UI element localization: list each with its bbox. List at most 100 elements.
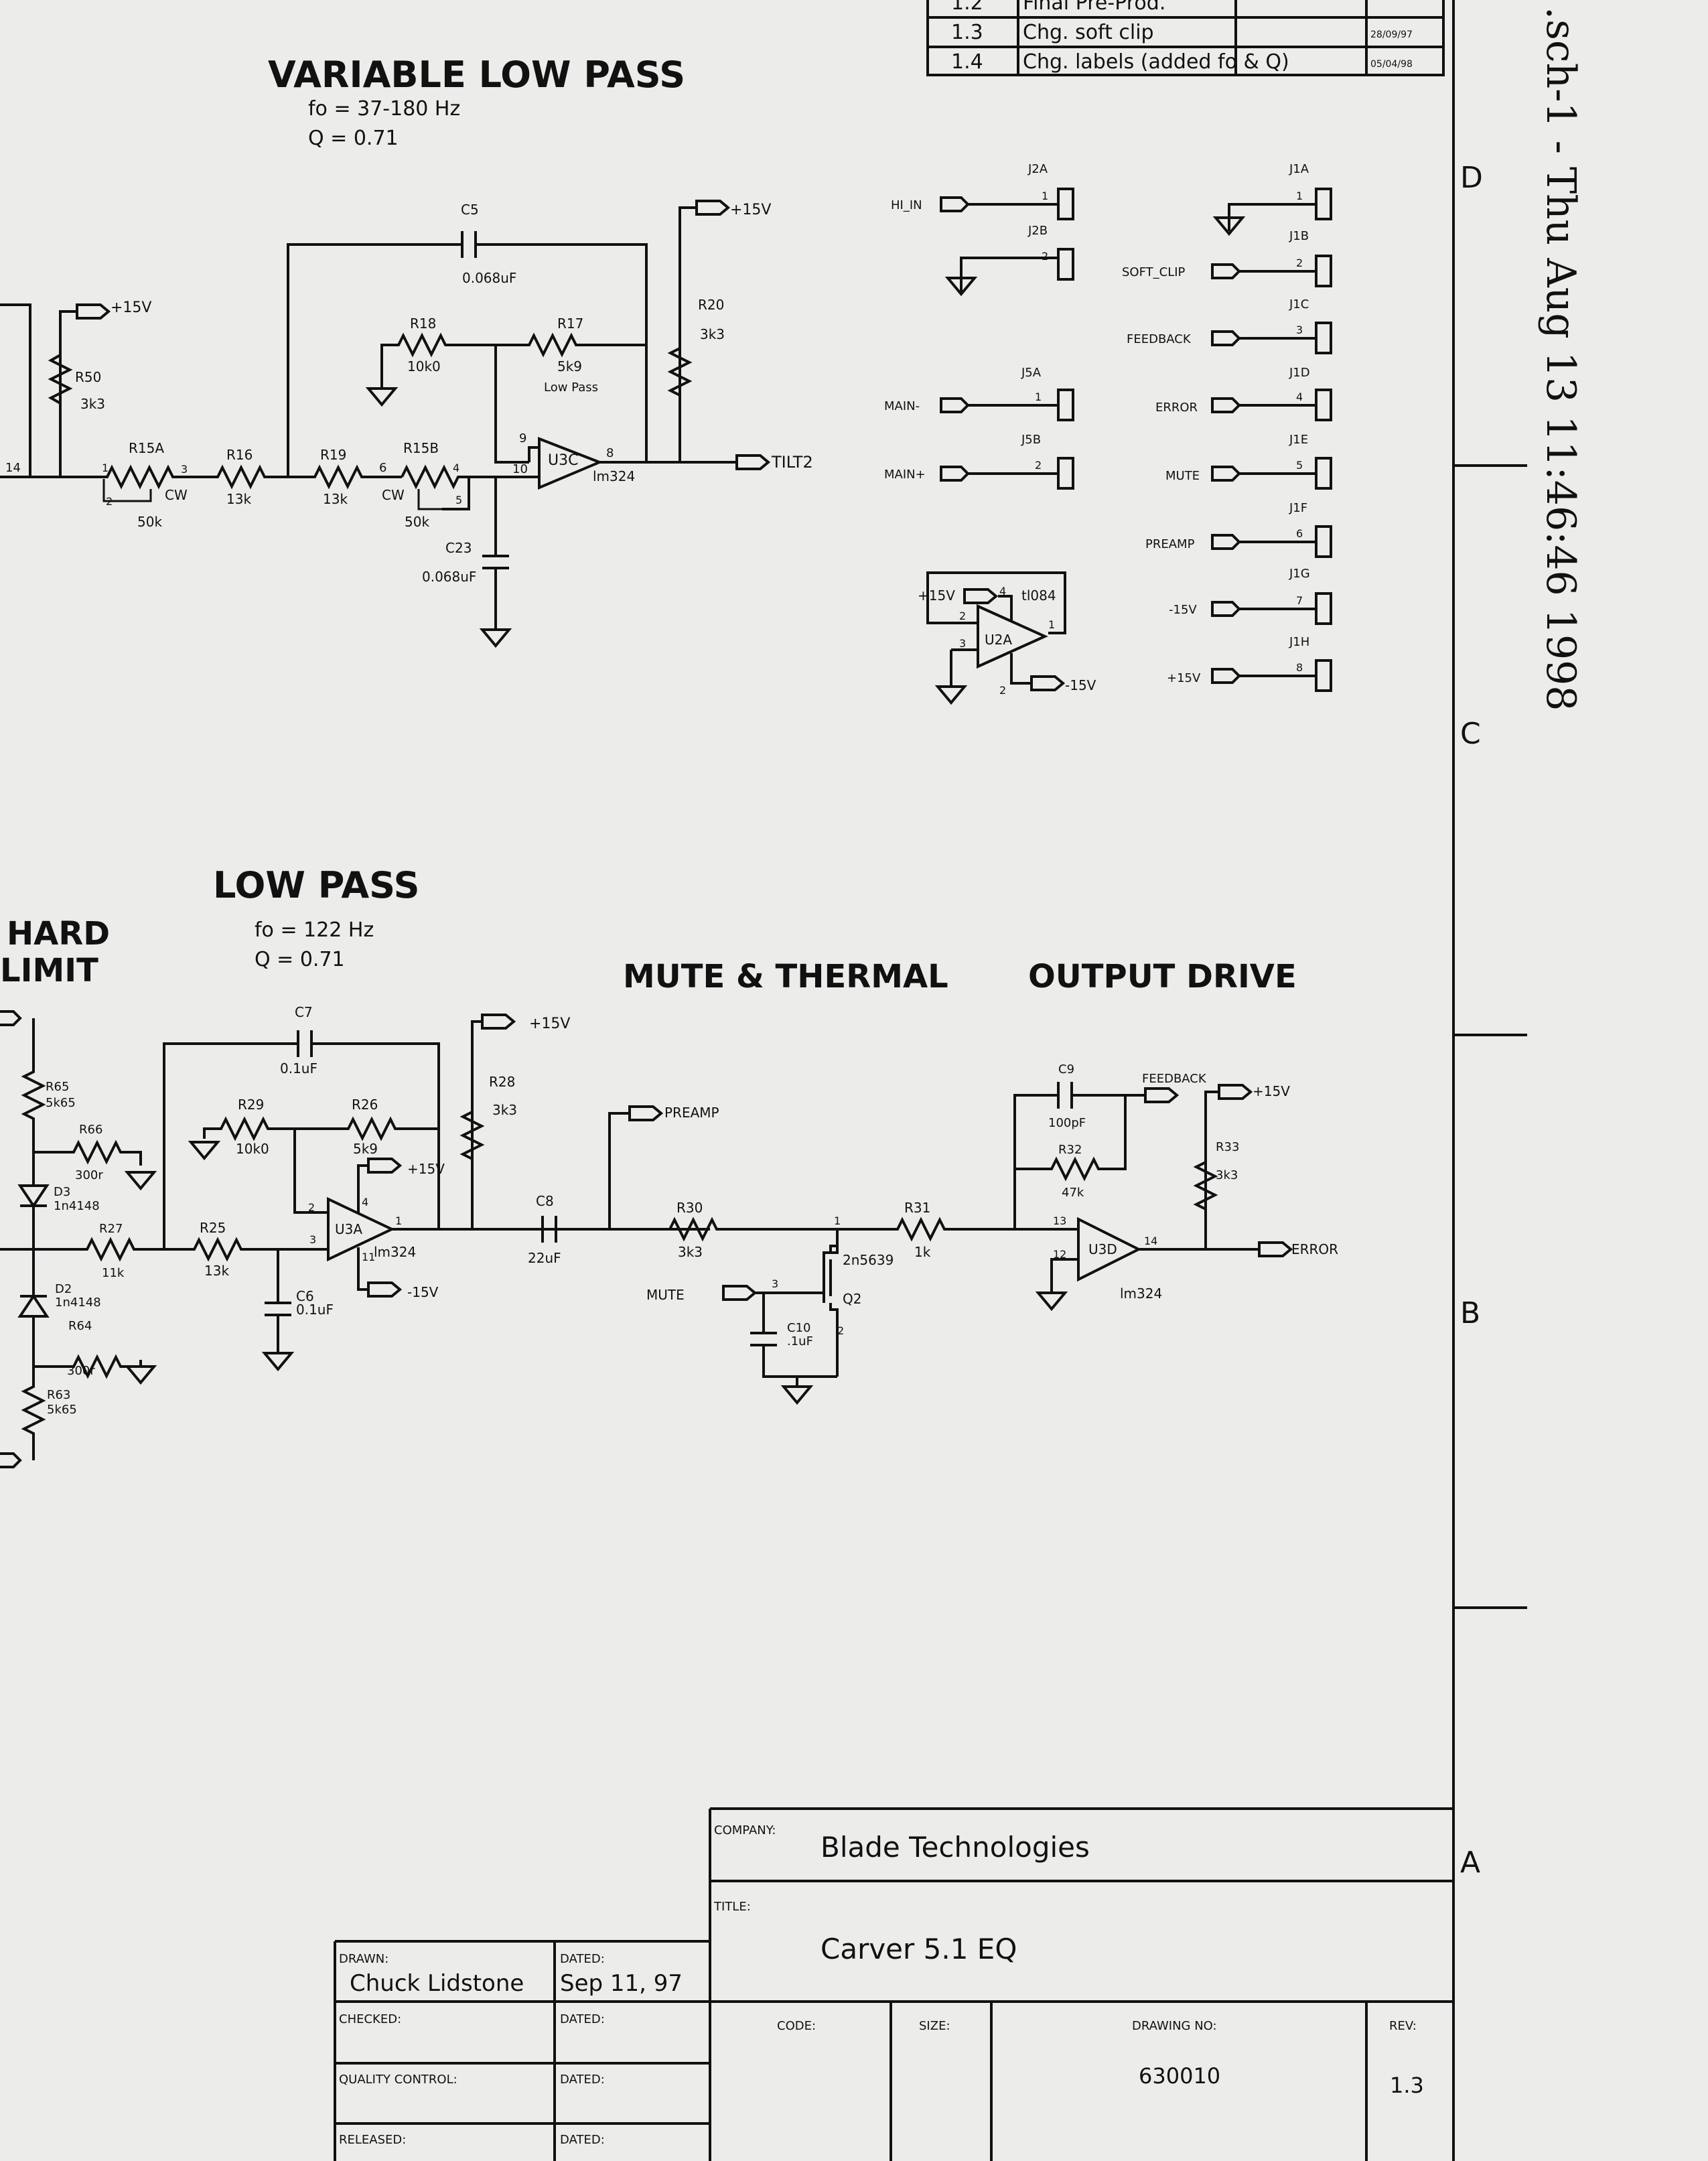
vlp-fo: fo = 37-180 Hz bbox=[308, 97, 460, 121]
r28-val: 3k3 bbox=[492, 1102, 517, 1118]
company-name: Blade Technologies bbox=[821, 1831, 1090, 1864]
c5-val: 0.068uF bbox=[462, 270, 516, 286]
r15a-pin1: 1 bbox=[102, 462, 109, 474]
hard-limit-line2: LIMIT bbox=[0, 952, 98, 989]
j1a-pin: 1 bbox=[1296, 190, 1303, 202]
u3a-pin3: 3 bbox=[309, 1233, 316, 1246]
j1g-label: -15V bbox=[1169, 603, 1197, 617]
u2a-pin11: 2 bbox=[999, 684, 1006, 697]
low-pass-section: LOW PASS fo = 122 Hz Q = 0.71 C7 0.1uF R… bbox=[163, 864, 596, 1372]
r16-ref: R16 bbox=[226, 447, 253, 463]
r26-ref: R26 bbox=[352, 1097, 378, 1113]
c5-ref: C5 bbox=[461, 202, 479, 218]
d3-val: 1n4148 bbox=[54, 1199, 100, 1213]
rev-row-2-rev: 1.3 bbox=[951, 21, 983, 44]
r50-ref: R50 bbox=[75, 369, 101, 385]
connector-block: J2A HI_IN 1 J2B 2 J5A MAIN- 1 J5B MAIN+ … bbox=[884, 162, 1332, 692]
j1c-ref: J1C bbox=[1289, 297, 1309, 311]
drawn-by: Chuck Lidstone bbox=[350, 1970, 524, 1997]
c6-val: 0.1uF bbox=[296, 1302, 334, 1318]
j1b-ref: J1B bbox=[1289, 229, 1309, 243]
dated-label-1: DATED: bbox=[560, 1952, 605, 1966]
j2a-ref: J2A bbox=[1027, 162, 1048, 176]
c23-val: 0.068uF bbox=[422, 569, 476, 585]
j5b-label: MAIN+ bbox=[884, 468, 926, 482]
r15a-cw: CW bbox=[165, 487, 188, 503]
r64-val: 300r bbox=[67, 1364, 95, 1378]
drawing-no: 630010 bbox=[1139, 2063, 1220, 2089]
r17-ref: R17 bbox=[557, 316, 583, 332]
rev-row-3-date: 05/04/98 bbox=[1370, 59, 1413, 70]
c23-ref: C23 bbox=[445, 540, 472, 556]
rev-row-1-rev: 1.2 bbox=[951, 0, 983, 15]
r19-val: 13k bbox=[323, 491, 348, 507]
u3c-pin9: 9 bbox=[519, 431, 526, 445]
j2b-ref: J2B bbox=[1027, 224, 1048, 238]
u3d-part: lm324 bbox=[1120, 1285, 1162, 1302]
c9-ref: C9 bbox=[1058, 1062, 1074, 1076]
u3d-pin13: 13 bbox=[1053, 1214, 1066, 1227]
j1f-label: PREAMP bbox=[1145, 537, 1195, 551]
checked-label: CHECKED: bbox=[339, 2012, 401, 2026]
lp-p15: +15V bbox=[529, 1016, 570, 1032]
rev-row-2-desc: Chg. soft clip bbox=[1023, 21, 1154, 44]
rev-label: REV: bbox=[1389, 2019, 1417, 2033]
c10-val: .1uF bbox=[787, 1334, 813, 1348]
u3d-pin14: 14 bbox=[1144, 1235, 1157, 1247]
side-banner: .sch-1 - Thu Aug 13 11:46:46 1998 bbox=[1537, 7, 1584, 711]
j1e-ref: J1E bbox=[1289, 433, 1308, 447]
r15b-ref: R15B bbox=[403, 440, 439, 456]
u3a-pin11: 11 bbox=[362, 1251, 375, 1263]
r32-val: 47k bbox=[1062, 1186, 1084, 1200]
u3c-pin10: 10 bbox=[512, 462, 528, 476]
drawn-label: DRAWN: bbox=[339, 1952, 388, 1966]
j1d-label: ERROR bbox=[1155, 401, 1198, 415]
u3c-pin8: 8 bbox=[606, 446, 614, 460]
j5a-ref: J5A bbox=[1021, 366, 1042, 380]
released-label: RELEASED: bbox=[339, 2133, 406, 2147]
qc-label: QUALITY CONTROL: bbox=[339, 2073, 457, 2087]
u3a-pin1: 1 bbox=[395, 1214, 402, 1227]
vlp-q: Q = 0.71 bbox=[308, 127, 399, 150]
mute-label: MUTE bbox=[646, 1287, 685, 1303]
c7-val: 0.1uF bbox=[280, 1060, 317, 1076]
c6-ref: C6 bbox=[296, 1288, 314, 1304]
r50-val: 3k3 bbox=[80, 396, 105, 412]
mute-thermal-section: MUTE & THERMAL C8 22uF PREAMP R30 3k3 MU… bbox=[528, 958, 1015, 1405]
j2b-pin: 2 bbox=[1042, 250, 1048, 263]
zone-d: D bbox=[1460, 161, 1483, 195]
rev-value: 1.3 bbox=[1390, 2073, 1424, 2098]
r33-ref: R33 bbox=[1216, 1140, 1239, 1154]
u3d-pin12: 12 bbox=[1053, 1248, 1066, 1261]
j1f-pin: 6 bbox=[1296, 527, 1303, 540]
j1h-pin: 8 bbox=[1296, 661, 1303, 674]
code-label: CODE: bbox=[777, 2019, 816, 2033]
c8-val: 22uF bbox=[528, 1250, 561, 1266]
j1a-ref: J1A bbox=[1289, 162, 1309, 176]
r18-val: 10k0 bbox=[407, 358, 441, 374]
rev-row-3-desc: Chg. labels (added fo & Q) bbox=[1023, 50, 1289, 74]
feedback-label: FEEDBACK bbox=[1142, 1072, 1207, 1086]
zone-a: A bbox=[1460, 1845, 1480, 1880]
j1h-label: +15V bbox=[1167, 671, 1201, 685]
u3a-pin4: 4 bbox=[362, 1196, 368, 1208]
title-label: TITLE: bbox=[713, 1900, 751, 1914]
u2a-m15: -15V bbox=[1065, 677, 1096, 693]
j1e-pin: 5 bbox=[1296, 459, 1303, 472]
drawing-title: Carver 5.1 EQ bbox=[821, 1933, 1017, 1965]
j5a-pin: 1 bbox=[1035, 391, 1042, 403]
r25-val: 13k bbox=[204, 1263, 229, 1279]
rev-row-1-desc: Final Pre-Prod. bbox=[1023, 0, 1165, 15]
r27-ref: R27 bbox=[99, 1222, 123, 1236]
c7-ref: C7 bbox=[295, 1004, 313, 1020]
u3a-part: lm324 bbox=[374, 1244, 416, 1260]
r18-ref: R18 bbox=[410, 316, 436, 332]
q2-pin3: 3 bbox=[772, 1277, 778, 1290]
j1f-ref: J1F bbox=[1289, 501, 1307, 515]
revision-table: 1.2 Final Pre-Prod. 1.3 Chg. soft clip 2… bbox=[926, 0, 1445, 76]
out-p15: +15V bbox=[1253, 1083, 1290, 1099]
c9-val: 100pF bbox=[1048, 1116, 1086, 1130]
j1g-ref: J1G bbox=[1289, 567, 1310, 581]
j1d-pin: 4 bbox=[1296, 391, 1303, 403]
u3a-pin2: 2 bbox=[308, 1201, 315, 1214]
